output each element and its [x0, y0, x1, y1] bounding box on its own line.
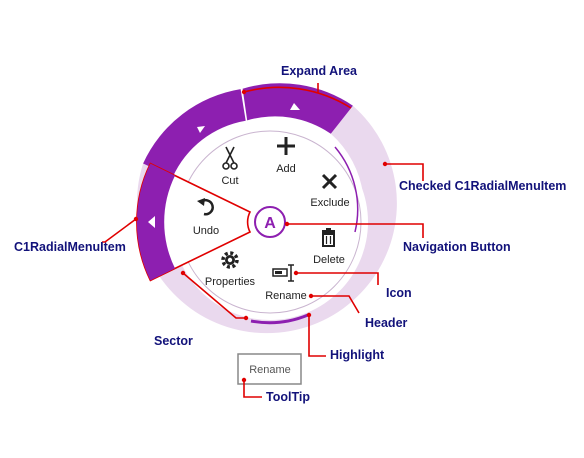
callout-expand-area: Expand Area — [281, 64, 358, 78]
text-cursor-icon — [272, 264, 294, 282]
menu-item-delete[interactable]: Delete — [313, 228, 345, 266]
menu-item-label: Properties — [205, 276, 256, 288]
checked-item-arc — [334, 146, 359, 233]
trash-icon — [322, 228, 335, 247]
navigation-button-letter: A — [264, 215, 276, 232]
tooltip-text: Rename — [249, 364, 291, 376]
callout-navigation-button: Navigation Button — [403, 240, 511, 254]
callout-sector: Sector — [154, 334, 193, 348]
scissors-icon — [222, 146, 238, 170]
expand-arrow-icon — [197, 126, 205, 133]
menu-item-exclude[interactable]: Exclude — [310, 173, 350, 209]
callout-dots — [133, 89, 388, 383]
expand-area-segment-left[interactable] — [143, 89, 246, 178]
menu-item-rename[interactable]: Rename — [265, 264, 307, 302]
highlight-arc — [250, 313, 309, 325]
menu-item-undo[interactable]: Undo — [193, 198, 219, 237]
menu-item-label: Delete — [313, 254, 345, 266]
menu-item-cut[interactable]: Cut — [221, 146, 239, 187]
callout-checked-item: Checked C1RadialMenuItem — [399, 179, 566, 193]
chevron-left-icon — [148, 216, 155, 228]
plus-icon — [277, 137, 295, 155]
expand-ring-light — [136, 105, 397, 334]
callout-highlight: Highlight — [330, 348, 385, 362]
callout-tooltip: ToolTip — [266, 390, 310, 404]
expand-arrow-icon — [290, 103, 300, 110]
selected-item-outer-band — [136, 163, 175, 281]
callout-header: Header — [365, 316, 408, 330]
x-icon — [321, 173, 338, 190]
menu-item-label: Undo — [193, 225, 219, 237]
undo-icon — [197, 198, 214, 216]
navigation-button[interactable] — [254, 206, 286, 238]
menu-item-add[interactable]: Add — [276, 137, 296, 175]
menu-item-label: Exclude — [310, 197, 349, 209]
callout-menu-item: C1RadialMenuItem — [14, 240, 126, 254]
callout-icon: Icon — [386, 286, 412, 300]
tooltip: Rename — [237, 353, 302, 385]
menu-item-label: Cut — [221, 175, 238, 187]
menu-item-label: Rename — [265, 290, 307, 302]
menu-item-label: Add — [276, 163, 296, 175]
callout-lines — [102, 83, 424, 398]
gear-icon — [221, 251, 239, 269]
menu-item-properties[interactable]: Properties — [205, 251, 256, 288]
